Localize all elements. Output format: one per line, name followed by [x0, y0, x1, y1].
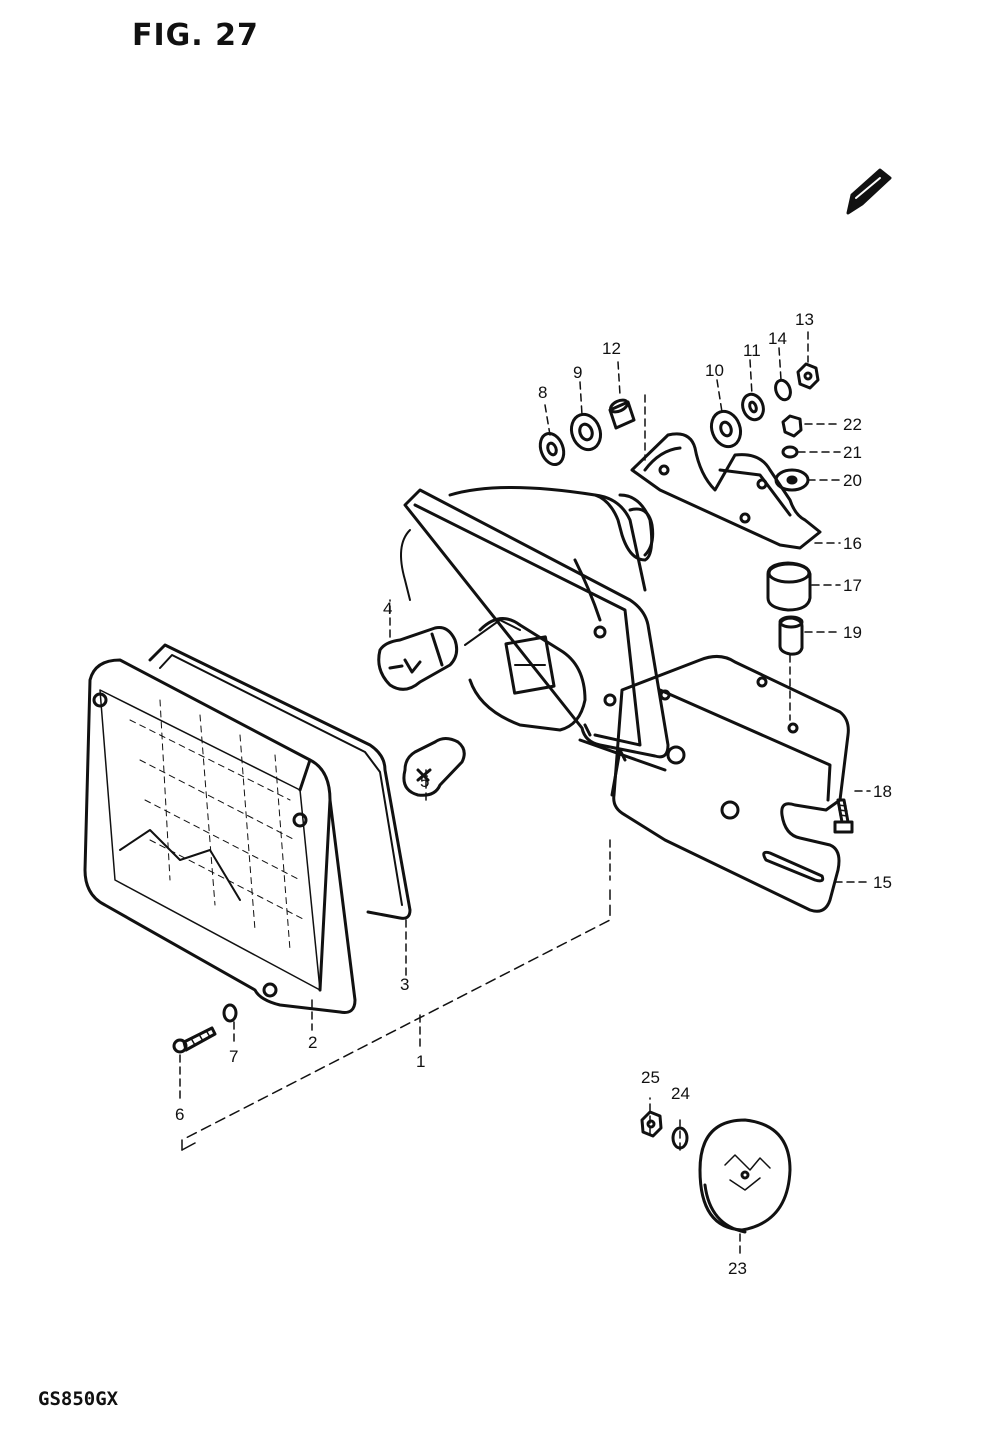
callout-18: 18	[873, 782, 892, 801]
nut-13	[796, 362, 820, 390]
washer-7	[222, 1003, 238, 1023]
callout-22: 22	[843, 415, 862, 434]
leader-lines	[179, 331, 871, 1259]
callout-11: 11	[743, 341, 761, 360]
callout-25: 25	[641, 1068, 660, 1087]
lens-gasket	[148, 643, 412, 920]
callout-6: 6	[175, 1105, 184, 1124]
washer-11	[741, 392, 765, 422]
washer-21	[781, 445, 799, 459]
nut-25	[640, 1110, 663, 1138]
callout-24: 24	[671, 1084, 690, 1103]
nut-22	[781, 414, 803, 438]
collar-19	[778, 615, 804, 656]
callout-20: 20	[843, 471, 862, 490]
callout-labels: 1 2 3 4 5 6 7 8 9 10 11 12 13 14 15 16 1…	[175, 310, 892, 1278]
bulb-5	[402, 737, 466, 797]
callout-21: 21	[843, 443, 862, 462]
bracket-16	[630, 432, 822, 550]
callout-10: 10	[705, 361, 724, 380]
callout-19: 19	[843, 623, 862, 642]
grommet-10	[709, 409, 743, 449]
callout-23: 23	[728, 1259, 747, 1278]
figure-title: FIG. 27	[132, 18, 259, 53]
callout-4: 4	[383, 599, 392, 618]
front-direction-icon	[846, 168, 892, 215]
callout-3: 3	[400, 975, 409, 994]
callout-15: 15	[873, 873, 892, 892]
callout-2: 2	[308, 1033, 317, 1052]
callout-14: 14	[768, 329, 787, 348]
plate-bracket-15	[610, 655, 850, 913]
screw-6	[172, 1026, 217, 1054]
callout-1: 1	[416, 1052, 425, 1071]
callout-8: 8	[538, 383, 547, 402]
lamp-housing	[400, 486, 670, 772]
callout-9: 9	[573, 363, 582, 382]
grommet-9	[569, 412, 603, 452]
collar-12	[608, 398, 636, 430]
assembly-bracket	[181, 889, 611, 1151]
callout-16: 16	[843, 534, 862, 553]
washer-20	[774, 468, 810, 492]
reflector-23	[698, 1118, 792, 1234]
model-code: GS850GX	[38, 1388, 119, 1410]
washer-14	[774, 378, 792, 402]
callout-12: 12	[602, 339, 621, 358]
callout-5: 5	[420, 772, 429, 791]
callout-13: 13	[795, 310, 814, 329]
cushion-17	[766, 561, 812, 612]
tail-lamp-lens	[83, 658, 357, 1014]
bolt-18	[833, 798, 854, 834]
callout-17: 17	[843, 576, 862, 595]
callout-7: 7	[229, 1047, 238, 1066]
washer-8	[538, 432, 566, 466]
bulb-4	[377, 626, 459, 691]
